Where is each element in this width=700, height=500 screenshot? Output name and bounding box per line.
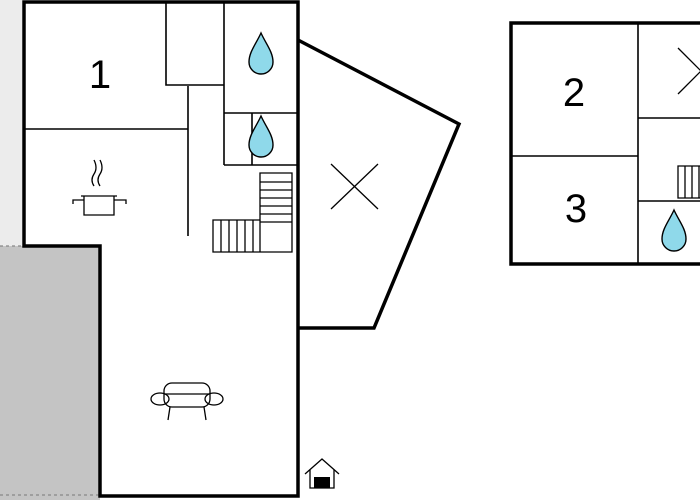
house-entrance-icon bbox=[304, 458, 340, 489]
cross-mark-icon bbox=[330, 163, 379, 210]
room-number-2: 2 bbox=[563, 71, 585, 115]
staircase-icon bbox=[677, 165, 700, 199]
outdoor-area-gray bbox=[0, 246, 100, 500]
closet-outline bbox=[165, 2, 224, 86]
room-number-3: 3 bbox=[565, 187, 587, 231]
water-drop-icon bbox=[248, 114, 274, 158]
cross-mark-icon bbox=[677, 47, 700, 95]
cooking-pot-icon bbox=[72, 159, 127, 216]
staircase-icon bbox=[212, 172, 293, 253]
sofa-icon bbox=[150, 382, 224, 421]
room-number-1: 1 bbox=[89, 53, 111, 97]
outdoor-area-light bbox=[0, 0, 22, 246]
terrace-outline bbox=[297, 38, 462, 330]
water-drop-icon bbox=[661, 208, 687, 252]
upper-floor-outline bbox=[509, 21, 700, 266]
water-drop-icon bbox=[248, 31, 274, 75]
main-building-outline bbox=[22, 0, 300, 498]
